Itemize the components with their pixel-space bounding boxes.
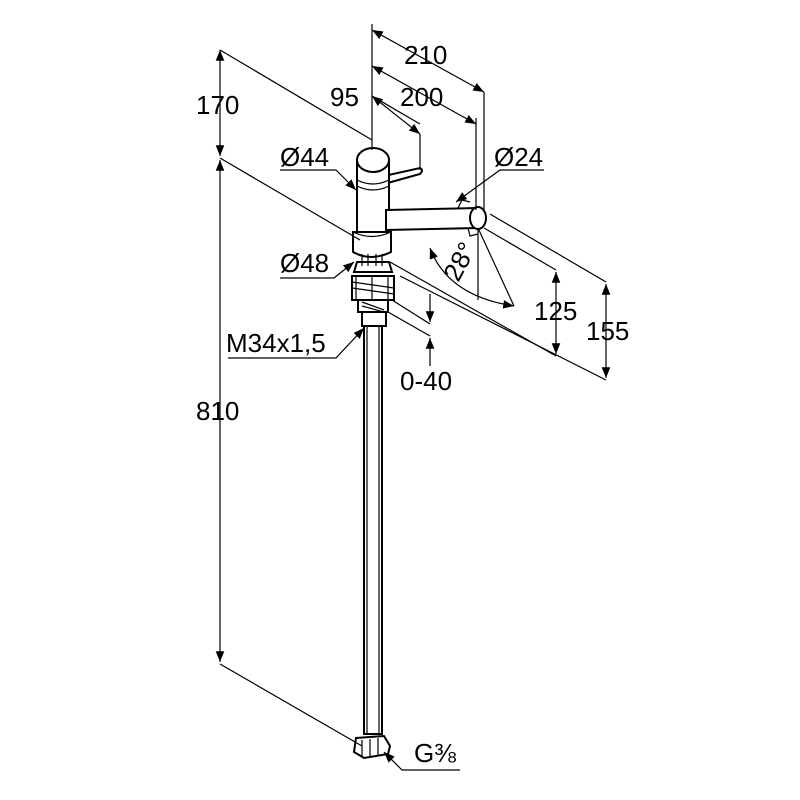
dim-210: 210 <box>404 40 447 70</box>
faucet-body <box>351 147 487 760</box>
dim-125: 125 <box>534 296 577 326</box>
dim-95: 95 <box>330 82 359 112</box>
dim-200: 200 <box>400 82 443 112</box>
dim-170: 170 <box>196 90 239 120</box>
dim-connection-g38: G⅜ <box>414 738 456 768</box>
dim-range-0-40: 0-40 <box>400 366 452 396</box>
body-base <box>352 231 392 258</box>
mounting-nut <box>351 275 395 301</box>
dim-angle-28: 28° <box>437 237 482 286</box>
spout <box>385 206 479 232</box>
dim-dia-24: Ø24 <box>494 142 543 172</box>
dimension-lines <box>215 24 611 771</box>
dim-thread-m34: M34x1,5 <box>226 328 326 358</box>
supply-hose <box>363 325 383 735</box>
dim-dia-44: Ø44 <box>280 142 329 172</box>
dim-810: 810 <box>196 396 239 426</box>
mounting-flange <box>352 261 394 273</box>
hose-connector <box>352 734 392 760</box>
dim-dia-48: Ø48 <box>280 248 329 278</box>
dim-155: 155 <box>586 316 629 346</box>
spout-tip <box>469 206 487 230</box>
dimension-labels: 210 95 200 170 Ø44 Ø24 Ø48 28° 125 155 M… <box>196 40 629 768</box>
